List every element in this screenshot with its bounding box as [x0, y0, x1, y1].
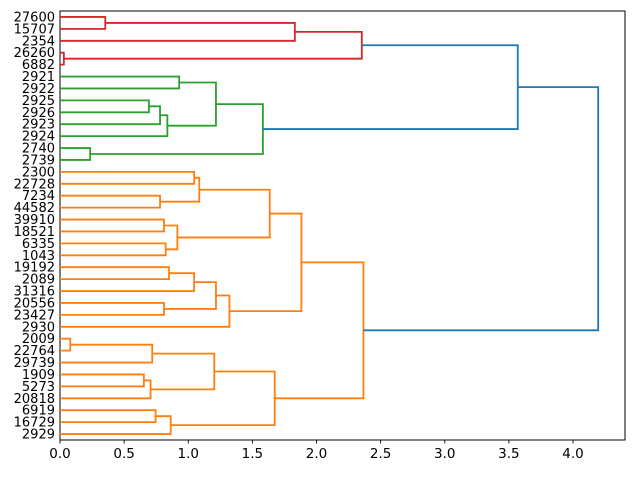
leaf-label: 7234	[22, 189, 55, 204]
dendrogram-link-red	[60, 16, 107, 30]
dendrogram-link-orange	[60, 409, 157, 424]
dendrogram-link-orange	[60, 373, 145, 388]
leaf-label: 2923	[22, 118, 55, 133]
x-tick-label: 2.5	[370, 446, 391, 462]
dendrogram-link-red	[60, 51, 65, 66]
x-tick-label: 0.0	[49, 446, 70, 462]
dendrogram-link-orange	[60, 218, 165, 233]
dendrogram-link-orange	[274, 261, 365, 400]
dendrogram-link-orange	[60, 302, 165, 316]
x-tick-label: 4.0	[562, 446, 583, 462]
dendrogram-link-green	[60, 99, 150, 114]
leaf-label: 20818	[14, 392, 55, 407]
dendrogram-link-orange	[60, 194, 161, 209]
leaf-label: 2009	[22, 332, 55, 347]
dendrogram-link-orange	[229, 212, 303, 313]
leaf-label: 23427	[14, 308, 55, 323]
leaf-label: 2740	[22, 142, 55, 157]
dendrogram-link-orange	[177, 188, 271, 239]
dendrogram-link-orange	[60, 242, 167, 257]
x-tick-label: 1.5	[242, 446, 263, 462]
dendrogram-link-orange	[60, 272, 196, 292]
x-tick-label: 3.5	[498, 446, 519, 462]
leaf-label: 2930	[22, 320, 55, 335]
dendrogram-link-orange	[60, 170, 196, 185]
leaf-label: 2921	[22, 70, 55, 85]
dendrogram-link-red	[60, 22, 296, 42]
x-tick-label: 1.0	[178, 446, 199, 462]
leaf-label: 6882	[22, 58, 55, 73]
leaf-label: 15707	[14, 22, 55, 37]
leaf-label: 2925	[22, 94, 55, 109]
leaf-label: 22764	[14, 344, 55, 359]
leaf-label: 2739	[22, 153, 55, 168]
dendrogram-link-green	[60, 147, 92, 161]
leaf-label: 31316	[14, 285, 55, 300]
leaf-label: 2922	[22, 82, 55, 97]
dendrogram-link-orange	[60, 343, 154, 364]
leaf-label: 2354	[22, 34, 55, 49]
leaf-label: 39910	[14, 213, 55, 228]
dendrogram-link-orange	[60, 337, 72, 352]
x-tick-label: 0.5	[113, 446, 134, 462]
leaf-label: 2300	[22, 165, 55, 180]
leaf-label: 26260	[14, 46, 55, 61]
dendrogram-link-orange	[60, 415, 172, 435]
dendrogram-link-green	[60, 114, 169, 138]
leaf-label: 2929	[22, 428, 55, 443]
leaf-label: 19192	[14, 261, 55, 276]
leaf-label: 29739	[14, 356, 55, 371]
leaf-label: 6335	[22, 237, 55, 252]
dendrogram-link-blue	[363, 86, 600, 332]
dendrogram-link-orange	[60, 379, 152, 400]
leaf-label: 5273	[22, 380, 55, 395]
dendrogram-link-green	[167, 81, 217, 127]
dendrogram-link-orange	[170, 370, 276, 427]
dendrogram-link-orange	[60, 266, 170, 281]
leaf-label: 27600	[14, 10, 55, 25]
leaf-label: 20556	[14, 296, 55, 311]
leaf-label: 2924	[22, 130, 55, 145]
leaf-label: 1909	[22, 368, 55, 383]
dendrogram-link-orange	[60, 294, 231, 328]
leaf-label: 22728	[14, 177, 55, 192]
x-tick-label: 2.0	[306, 446, 327, 462]
dendrogram-link-orange	[150, 352, 216, 391]
leaf-label: 2089	[22, 273, 55, 288]
leaf-label: 18521	[14, 225, 55, 240]
leaf-label: 44582	[14, 201, 55, 216]
dendrogram-link-red	[63, 30, 363, 60]
dendrogram-link-orange	[164, 281, 217, 310]
plot-spines	[59, 10, 626, 441]
leaf-label: 1043	[22, 249, 55, 264]
leaf-label: 16729	[14, 416, 55, 431]
leaf-label: 6919	[22, 404, 55, 419]
dendrogram-link-green	[60, 105, 161, 126]
x-tick-label: 3.0	[434, 446, 455, 462]
leaf-label: 2926	[22, 106, 55, 121]
dendrogram-link-green	[60, 75, 181, 90]
